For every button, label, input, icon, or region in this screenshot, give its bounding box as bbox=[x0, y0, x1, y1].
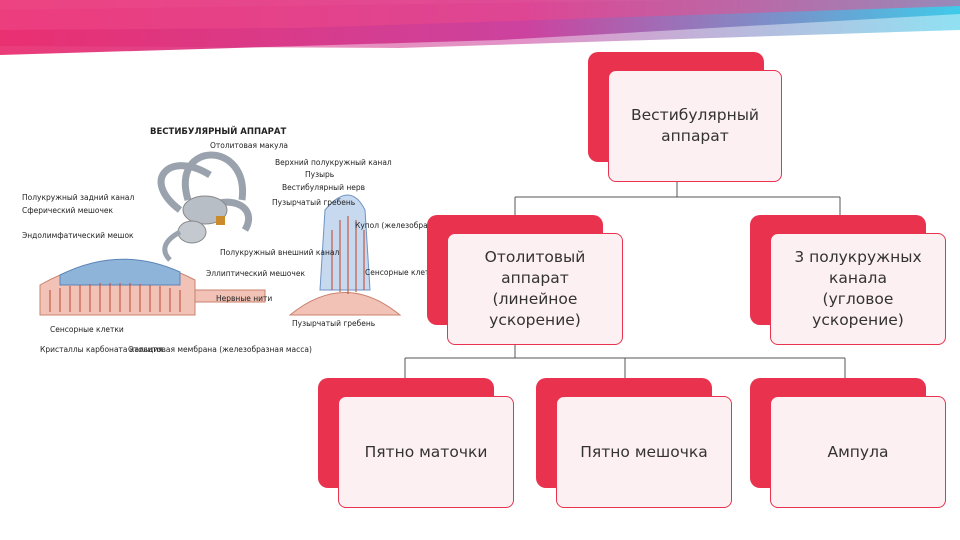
label-outer-canal: Полукружный внешний канал bbox=[220, 248, 339, 257]
macula-illustration bbox=[39, 258, 196, 316]
label-posterior-canal: Полукружный задний канал bbox=[22, 193, 134, 202]
node-ampulla-label: Ампула bbox=[827, 442, 889, 461]
node-utricle-label: Пятно маточки bbox=[364, 442, 488, 461]
label-bubble-crest-bottom: Пузырчатый гребень bbox=[292, 319, 375, 328]
tissue-band-illustration bbox=[194, 289, 266, 303]
label-endolymphatic-sac: Эндолимфатический мешок bbox=[22, 231, 134, 240]
figure-title: ВЕСТИБУЛЯРНЫЙ АППАРАТ bbox=[150, 125, 286, 137]
vestibular-anatomy-figure: ВЕСТИБУЛЯРНЫЙ АППАРАТ От bbox=[22, 125, 430, 354]
node-root-label: Вестибулярный аппарат bbox=[630, 106, 760, 145]
label-nerve-fibers: Нервные нити bbox=[216, 294, 272, 303]
label-otolith-membrane: Отолитовая мембрана (железобразная масса… bbox=[128, 345, 312, 354]
banner-stripe-3 bbox=[0, 0, 960, 30]
vestibular-nerve-illustration bbox=[216, 216, 225, 225]
label-elliptic-sac: Эллиптический мешочек bbox=[206, 269, 305, 278]
label-vestibular-nerve: Вестибулярный нерв bbox=[282, 183, 365, 192]
label-sensory-cells-right: Сенсорные клетки bbox=[365, 268, 430, 277]
node-otolith-label: Отолитовый аппарат (линейное ускорение) bbox=[484, 248, 586, 329]
header-banner bbox=[0, 0, 960, 55]
label-bubble: Пузырь bbox=[305, 170, 334, 179]
node-canals-label: 3 полукружных канала (угловое ускорение) bbox=[794, 248, 922, 329]
node-saccule-label: Пятно мешочка bbox=[580, 442, 708, 461]
label-bubble-crest: Пузырчатый гребень bbox=[272, 198, 355, 207]
label-calcium-crystals: Кристаллы карбоната кальция bbox=[40, 345, 163, 354]
label-sensory-cells-left: Сенсорные клетки bbox=[50, 325, 124, 334]
endolymphatic-duct-illustration bbox=[162, 229, 182, 262]
label-otolith-macula: Отолитовая макула bbox=[210, 141, 288, 150]
label-spherical-sac: Сферический мешочек bbox=[22, 206, 113, 215]
saccule-sac-illustration bbox=[177, 220, 207, 244]
crista-cupula-illustration bbox=[288, 194, 402, 316]
label-cupula: Купол (железобразная масса) bbox=[355, 221, 430, 230]
label-upper-canal: Верхний полукружный канал bbox=[275, 158, 392, 167]
